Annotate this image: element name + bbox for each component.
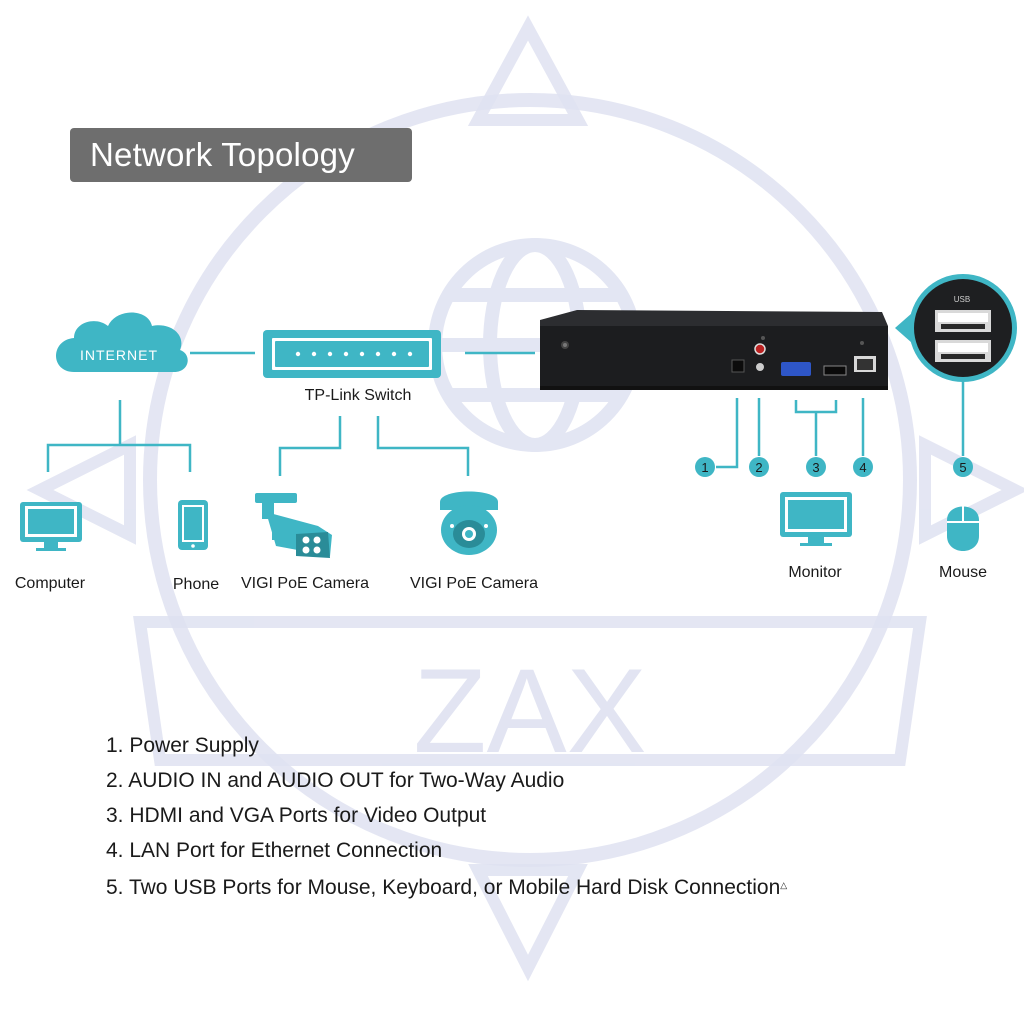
internet-cloud-icon: INTERNET (56, 312, 188, 372)
marker-1: 1 (701, 460, 708, 475)
phone-label: Phone (172, 576, 220, 593)
turret-camera-icon (440, 491, 498, 555)
vga-port (781, 362, 811, 376)
link-internet-clients (46, 400, 192, 472)
switch-label: TP-Link Switch (304, 387, 412, 404)
audio-in-port (756, 363, 764, 371)
internet-label: INTERNET (80, 347, 158, 363)
usb-port-magnifier: USB (895, 274, 1017, 382)
bullet-camera-label: VIGI PoE Camera (240, 575, 370, 592)
port-notes-list: 1. Power Supply 2. AUDIO IN and AUDIO OU… (106, 728, 787, 905)
switch-icon (263, 330, 441, 378)
page-title: Network Topology (70, 128, 412, 182)
audio-out-port (754, 343, 766, 355)
computer-label: Computer (14, 575, 86, 592)
note-text: 5. Two USB Ports for Mouse, Keyboard, or… (106, 876, 781, 899)
marker-3: 3 (812, 460, 819, 475)
mouse-label: Mouse (938, 564, 988, 581)
power-port (731, 359, 745, 373)
usb-label: USB (954, 295, 970, 304)
marker-4: 4 (859, 460, 866, 475)
note-item: 5. Two USB Ports for Mouse, Keyboard, or… (106, 868, 787, 905)
note-item: 1. Power Supply (106, 734, 259, 757)
mouse-icon (947, 505, 979, 551)
marker-5: 5 (959, 460, 966, 475)
bullet-camera-icon (255, 493, 332, 558)
note-marker: △ (780, 880, 788, 890)
phone-icon (178, 500, 208, 550)
nvr-device (540, 310, 888, 390)
note-item: 2. AUDIO IN and AUDIO OUT for Two-Way Au… (106, 769, 565, 792)
marker-2: 2 (755, 460, 762, 475)
link-switch-cameras (278, 416, 470, 476)
callout-3 (794, 400, 838, 456)
callout-1 (716, 398, 739, 469)
computer-icon (20, 502, 82, 551)
watermark-text: ZAX (413, 644, 646, 778)
monitor-label: Monitor (788, 564, 842, 581)
hdmi-port (823, 365, 847, 376)
turret-camera-label: VIGI PoE Camera (409, 575, 539, 592)
note-item: 4. LAN Port for Ethernet Connection (106, 839, 443, 862)
monitor-icon (780, 492, 852, 546)
note-item: 3. HDMI and VGA Ports for Video Output (106, 804, 487, 827)
